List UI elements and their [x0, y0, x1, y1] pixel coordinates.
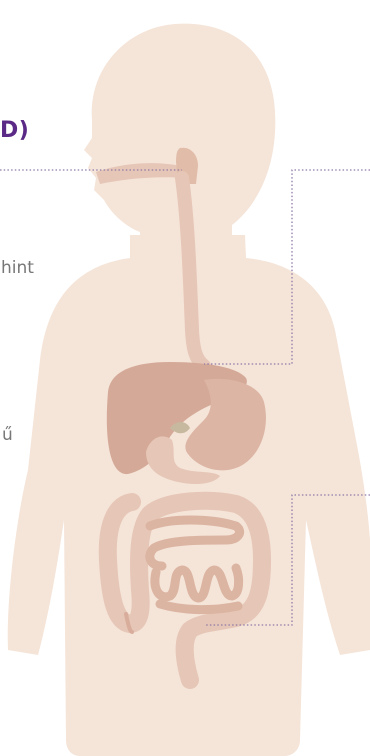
text-fragment-hint: hint	[1, 258, 34, 278]
heading-fragment: D)	[0, 118, 29, 143]
text-fragment-u: ű	[2, 425, 13, 445]
